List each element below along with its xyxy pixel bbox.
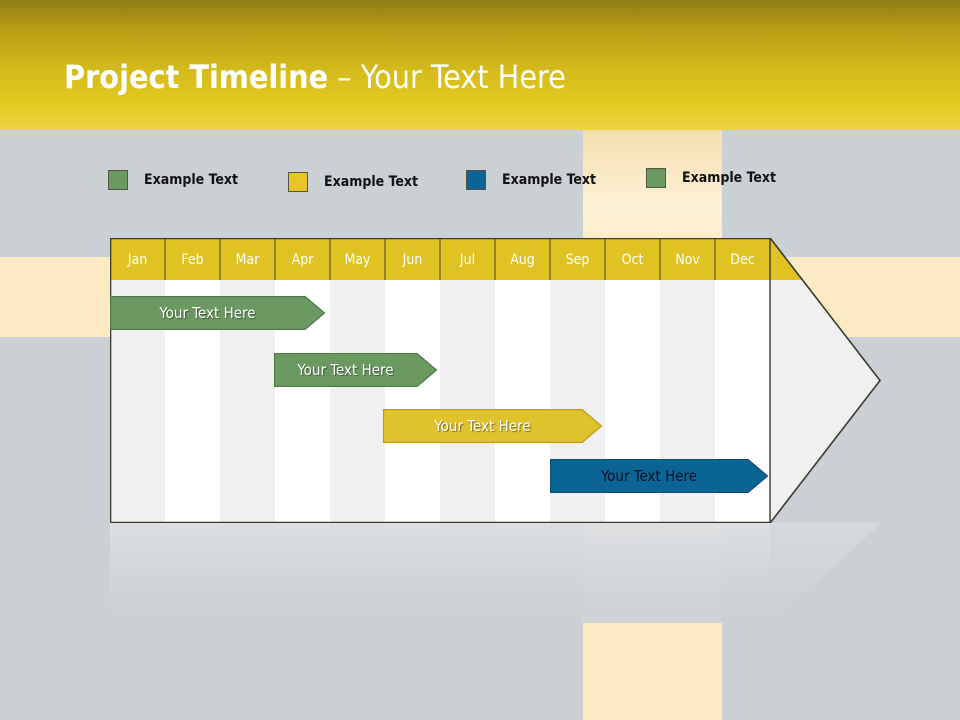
timeline-bar-shape-3 xyxy=(383,409,602,443)
timeline-bar-shape-2 xyxy=(274,353,437,387)
timeline-bar-label-3: Your Text Here xyxy=(434,417,531,435)
timeline-bar-shape-1 xyxy=(110,296,325,330)
month-cell-oct[interactable]: Oct xyxy=(621,251,644,268)
timeline-bar-1[interactable]: Your Text Here xyxy=(110,296,325,330)
month-cell-aug[interactable]: Aug xyxy=(510,251,535,268)
slide-header: Project Timeline – Your Text Here xyxy=(0,0,960,130)
legend-label-3: Example Text xyxy=(502,172,597,188)
timeline-bar-label-1: Your Text Here xyxy=(159,304,256,322)
month-cell-apr[interactable]: Apr xyxy=(291,251,314,268)
timeline-bar-label-4: Your Text Here xyxy=(600,467,698,485)
chart-reflection xyxy=(110,523,770,623)
legend-item-1[interactable]: Example Text xyxy=(108,170,238,190)
timeline-bar-3[interactable]: Your Text Here xyxy=(383,409,602,443)
timeline-chart: Jan Feb Mar Apr May Jun Jul Aug Sep Oct Nov Dec You… xyxy=(110,238,882,523)
legend-label-4: Example Text xyxy=(682,170,777,186)
background-vertical-band-top xyxy=(583,130,722,258)
chart-reflection-arrowhead xyxy=(770,523,882,623)
legend-swatch-4 xyxy=(646,168,666,188)
legend-label-2: Example Text xyxy=(324,174,419,190)
month-cell-jun[interactable]: Jun xyxy=(402,251,423,268)
legend-item-3[interactable]: Example Text xyxy=(466,170,596,190)
legend-swatch-1 xyxy=(108,170,128,190)
month-cell-nov[interactable]: Nov xyxy=(675,251,700,268)
page-title: Project Timeline – Your Text Here xyxy=(64,58,566,96)
timeline-bar-label-2: Your Text Here xyxy=(297,361,394,379)
timeline-bar-4[interactable]: Your Text Here xyxy=(550,459,768,493)
legend-swatch-3 xyxy=(466,170,486,190)
legend-item-2[interactable]: Example Text xyxy=(288,172,418,192)
month-cell-sep[interactable]: Sep xyxy=(565,251,590,268)
page-title-rest: – Your Text Here xyxy=(328,58,566,96)
month-cell-jul[interactable]: Jul xyxy=(459,251,476,268)
timeline-bar-shape-4 xyxy=(550,459,768,493)
month-cell-mar[interactable]: Mar xyxy=(235,251,260,268)
month-cell-feb[interactable]: Feb xyxy=(181,251,204,268)
month-cell-jan[interactable]: Jan xyxy=(127,251,148,268)
legend-item-4[interactable]: Example Text xyxy=(646,168,776,188)
page-title-bold: Project Timeline xyxy=(64,58,329,96)
timeline-bar-2[interactable]: Your Text Here xyxy=(274,353,437,387)
legend-label-1: Example Text xyxy=(144,172,239,188)
month-cell-dec[interactable]: Dec xyxy=(730,251,755,268)
legend-swatch-2 xyxy=(288,172,308,192)
month-cell-may[interactable]: May xyxy=(344,251,371,268)
